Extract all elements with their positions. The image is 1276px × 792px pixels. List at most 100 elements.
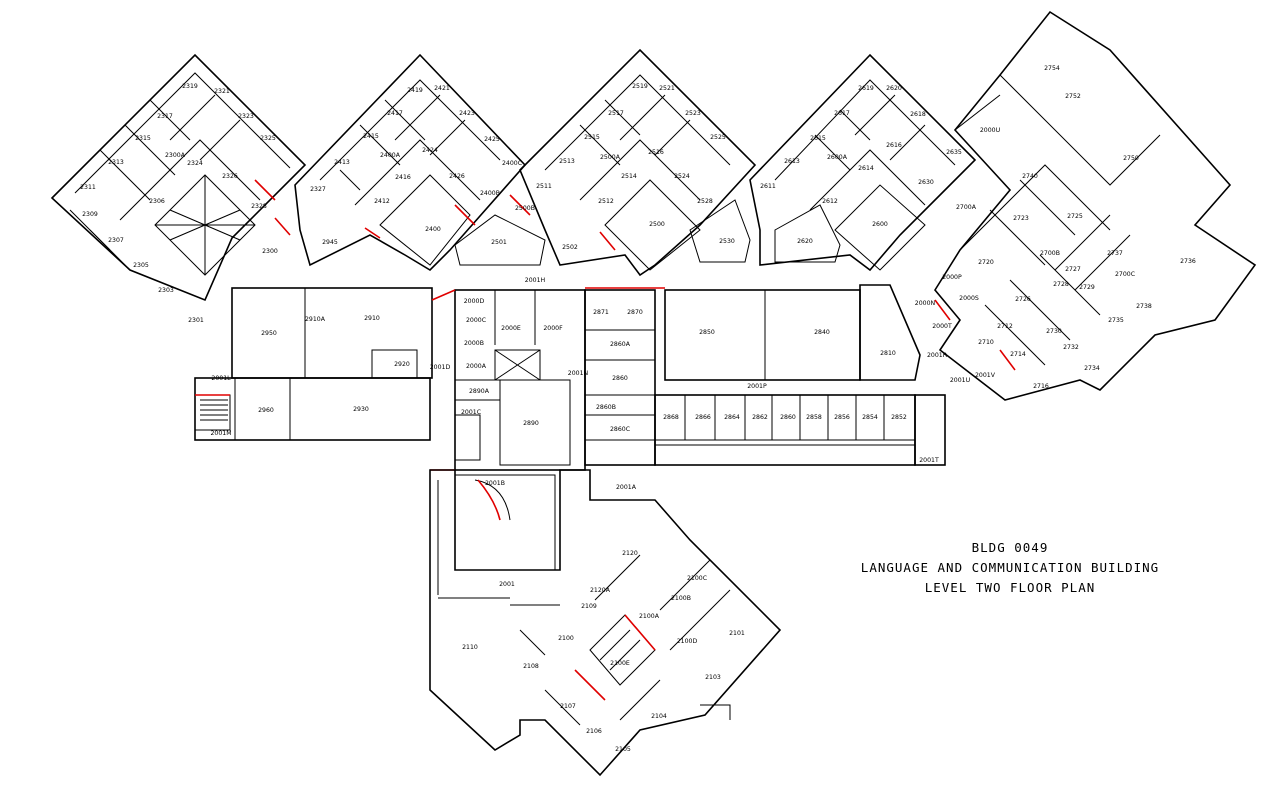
room-2501: 2501: [491, 239, 507, 246]
room-2120: 2120: [622, 550, 638, 557]
room-2716: 2716: [1033, 383, 1049, 390]
room-2615: 2615: [810, 135, 826, 142]
room-2614: 2614: [858, 165, 874, 172]
room-2001h: 2001H: [525, 277, 546, 284]
room-2315: 2315: [135, 135, 151, 142]
room-2001r: 2001R: [927, 352, 948, 359]
room-2306: 2306: [149, 198, 165, 205]
room-2502: 2502: [562, 244, 578, 251]
room-2810: 2810: [880, 350, 896, 357]
room-2309: 2309: [82, 211, 98, 218]
room-2001b: 2001B: [485, 480, 505, 487]
room-2515: 2515: [584, 134, 600, 141]
room-2424: 2424: [422, 147, 438, 154]
room-2001m: 2001M: [210, 430, 231, 437]
room-2100b: 2100B: [671, 595, 691, 602]
room-2512: 2512: [598, 198, 614, 205]
room-2890a: 2890A: [469, 388, 490, 395]
room-2415: 2415: [363, 133, 379, 140]
room-2413: 2413: [334, 159, 350, 166]
room-2400: 2400: [425, 226, 441, 233]
room-2720: 2720: [978, 259, 994, 266]
room-2421: 2421: [434, 85, 450, 92]
wing-2700: [934, 10, 1257, 401]
room-2500b: 2500B: [515, 205, 535, 212]
room-2412: 2412: [374, 198, 390, 205]
room-2101: 2101: [729, 630, 745, 637]
building-name: LANGUAGE AND COMMUNICATION BUILDING: [860, 560, 1160, 575]
room-2860b: 2860B: [596, 404, 616, 411]
room-2000t: 2000T: [932, 323, 952, 330]
room-2106: 2106: [586, 728, 602, 735]
room-2303: 2303: [158, 287, 174, 294]
room-2700b: 2700B: [1040, 250, 1060, 257]
room-2752: 2752: [1065, 93, 1081, 100]
room-labels: 2319 2321 2317 2323 2315 2325 2313 2300A…: [80, 65, 1196, 753]
room-2001t: 2001T: [919, 457, 939, 464]
room-2301: 2301: [188, 317, 204, 324]
room-2319: 2319: [182, 83, 198, 90]
room-2300a: 2300A: [165, 152, 186, 159]
central-block: [194, 284, 946, 471]
room-2000s: 2000S: [959, 295, 979, 302]
room-2500: 2500: [649, 221, 665, 228]
wing-2300: [50, 53, 307, 302]
room-2517: 2517: [608, 110, 624, 117]
room-2858: 2858: [806, 414, 822, 421]
room-2400c: 2400C: [502, 160, 522, 167]
room-2920: 2920: [394, 361, 410, 368]
room-2511: 2511: [536, 183, 552, 190]
room-2729: 2729: [1079, 284, 1095, 291]
room-2612: 2612: [822, 198, 838, 205]
wing-2600: [689, 53, 977, 272]
room-2525: 2525: [710, 134, 726, 141]
room-2524: 2524: [674, 173, 690, 180]
room-2600a: 2600A: [827, 154, 848, 161]
room-2000d: 2000D: [464, 298, 485, 305]
room-2000a: 2000A: [466, 363, 487, 370]
room-2860: 2860: [612, 375, 628, 382]
room-2734: 2734: [1084, 365, 1100, 372]
room-2730: 2730: [1046, 328, 1062, 335]
room-2109: 2109: [581, 603, 597, 610]
room-2732: 2732: [1063, 344, 1079, 351]
room-2737: 2737: [1107, 250, 1123, 257]
room-2104: 2104: [651, 713, 667, 720]
room-2120a: 2120A: [590, 587, 611, 594]
room-2400b: 2400B: [480, 190, 500, 197]
room-2864: 2864: [724, 414, 740, 421]
room-2735: 2735: [1108, 317, 1124, 324]
room-2000e: 2000E: [501, 325, 521, 332]
room-2305: 2305: [133, 262, 149, 269]
room-2611: 2611: [760, 183, 776, 190]
room-2103: 2103: [705, 674, 721, 681]
room-2613: 2613: [784, 158, 800, 165]
room-2620b: 2620: [797, 238, 813, 245]
room-2400a: 2400A: [380, 152, 401, 159]
room-2754: 2754: [1044, 65, 1060, 72]
room-2860-l: 2860: [780, 414, 796, 421]
room-2105: 2105: [615, 746, 631, 753]
room-2728: 2728: [1053, 281, 1069, 288]
room-2324: 2324: [187, 160, 203, 167]
room-2945: 2945: [322, 239, 338, 246]
room-2960: 2960: [258, 407, 274, 414]
room-2500a: 2500A: [600, 154, 621, 161]
room-2727: 2727: [1065, 266, 1081, 273]
room-2910: 2910: [364, 315, 380, 322]
room-2840: 2840: [814, 329, 830, 336]
room-2001p: 2001P: [747, 383, 767, 390]
room-2307: 2307: [108, 237, 124, 244]
room-2100a: 2100A: [639, 613, 660, 620]
room-2000u: 2000U: [980, 127, 1000, 134]
room-2328: 2328: [251, 203, 267, 210]
room-2870: 2870: [627, 309, 643, 316]
wing-2400: [294, 53, 527, 272]
room-2001c: 2001C: [461, 409, 481, 416]
room-2426: 2426: [449, 173, 465, 180]
room-2523: 2523: [685, 110, 701, 117]
room-2738: 2738: [1136, 303, 1152, 310]
plan-level: LEVEL TWO FLOOR PLAN: [924, 580, 1096, 595]
room-2000p: 2000P: [942, 274, 962, 281]
room-2326: 2326: [222, 173, 238, 180]
